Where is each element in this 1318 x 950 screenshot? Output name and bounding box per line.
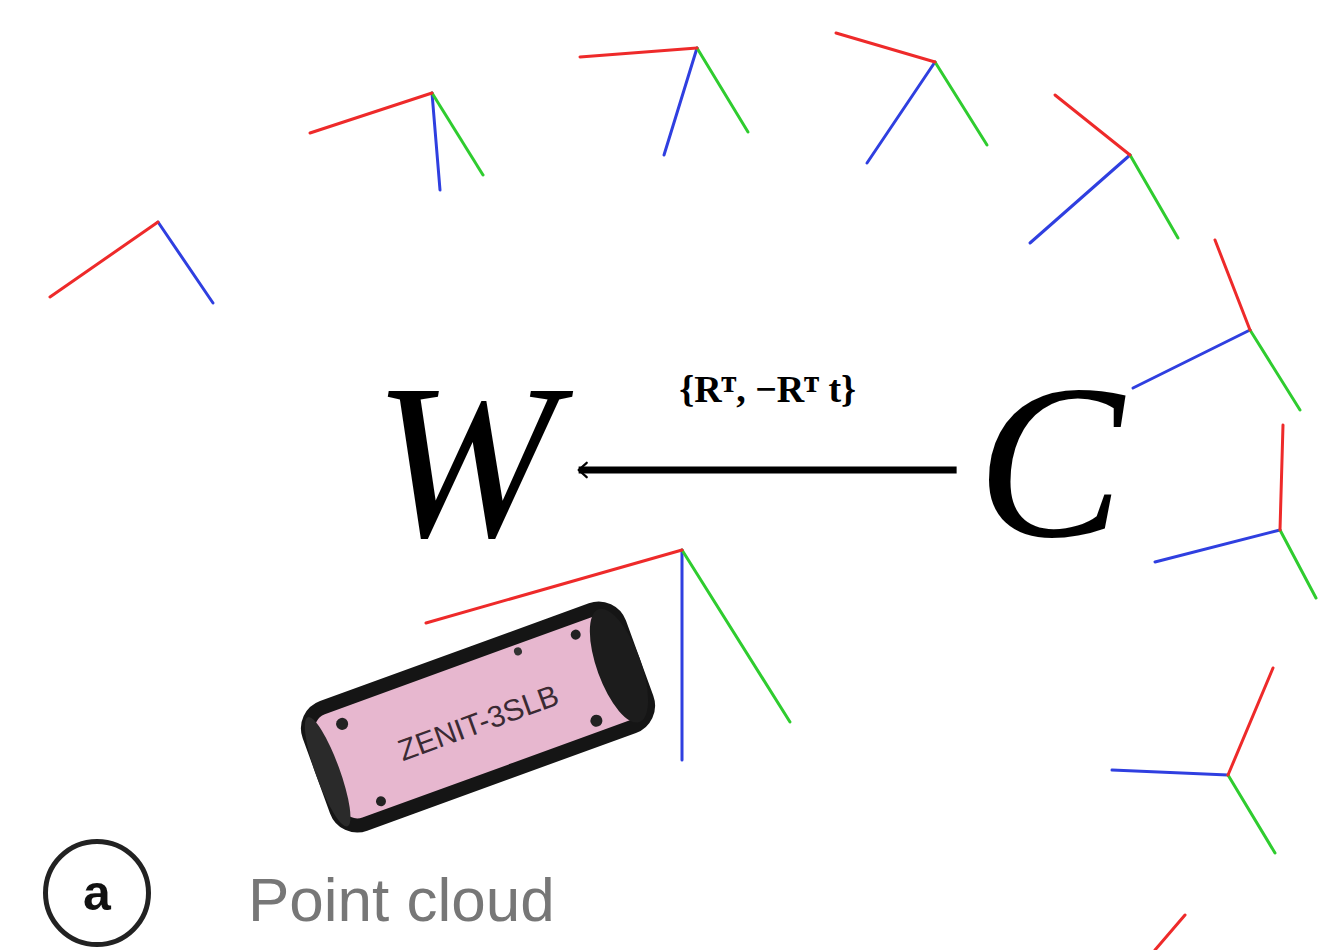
frame-symbol: C [963, 348, 1138, 576]
camera-axis [1228, 775, 1275, 853]
camera-axis [664, 48, 697, 155]
noise-speck [334, 716, 349, 731]
camera-axis [681, 550, 684, 760]
camera-axis [1030, 155, 1130, 243]
point-cloud-object [295, 600, 661, 834]
transform-label: {Rᵀ, −Rᵀ t} [675, 369, 860, 411]
transform-arrow [579, 470, 957, 471]
object-end [578, 602, 660, 730]
camera-axis [580, 48, 697, 57]
panel-letter: a [83, 868, 111, 918]
camera-axis [432, 93, 483, 175]
noise-speck [589, 713, 604, 728]
camera-axis [1133, 330, 1250, 388]
camera-axis [50, 222, 158, 297]
camera-axis [1280, 530, 1316, 598]
camera-axis [836, 33, 935, 62]
frame-name: C [977, 340, 1124, 584]
camera-axis [1250, 330, 1300, 410]
camera-axis [682, 550, 790, 722]
panel-letter-circle: a [43, 839, 151, 947]
camera-axis [1280, 425, 1283, 530]
camera-axis [432, 93, 440, 190]
camera-axis [310, 93, 432, 133]
camera-axis [697, 48, 748, 132]
camera-axis [1228, 668, 1273, 775]
arrow-line [579, 467, 957, 474]
camera-axis [867, 62, 935, 163]
camera-axis [1155, 530, 1280, 562]
frame-symbol: W [359, 348, 570, 576]
noise-speck [569, 628, 582, 641]
camera-axis [158, 222, 213, 303]
camera-axis [1055, 95, 1130, 155]
camera-axis [1215, 240, 1250, 330]
noise-speck [513, 646, 523, 656]
camera-axis [1155, 915, 1185, 950]
camera-axis [1112, 770, 1228, 775]
panel-title: Point cloud [248, 866, 555, 934]
frame-name: W [373, 340, 556, 584]
noise-speck [375, 795, 388, 808]
object-end [297, 713, 359, 830]
camera-axis [935, 62, 987, 145]
camera-axis [1130, 155, 1178, 238]
